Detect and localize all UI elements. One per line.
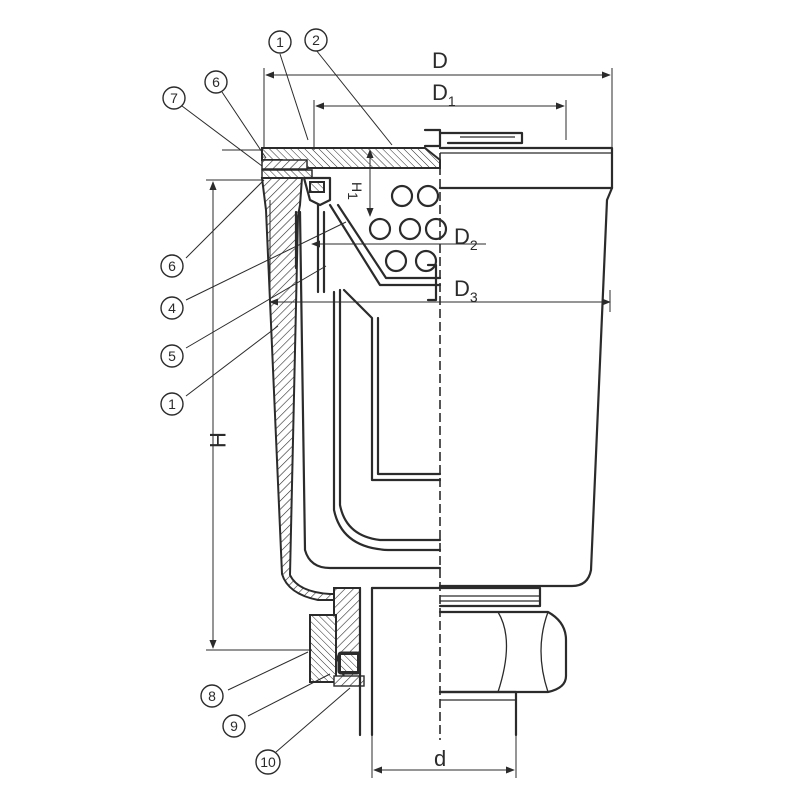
reflector-curve — [338, 288, 442, 542]
gland-exterior — [438, 690, 518, 737]
body-wall-section — [260, 177, 357, 601]
label-D: D — [432, 48, 448, 73]
svg-text:7: 7 — [170, 90, 178, 106]
callout-3: 1 — [268, 30, 292, 54]
hex-nut — [438, 610, 568, 694]
svg-text:1: 1 — [168, 396, 176, 412]
callout-8: 8 — [200, 684, 224, 708]
latch-body — [423, 128, 442, 148]
nut-flat-1 — [497, 611, 508, 693]
lamp-seat — [342, 288, 442, 482]
svg-text:2: 2 — [312, 32, 320, 48]
label-D3: D3 — [454, 276, 478, 305]
holder-slope-outer — [328, 203, 442, 287]
latch-arm — [438, 131, 524, 145]
gasket-7 — [261, 159, 308, 170]
svg-text:8: 8 — [208, 688, 216, 704]
clip-insert — [309, 181, 325, 193]
nut-section — [309, 614, 337, 683]
label-H: H — [205, 432, 230, 448]
dimension-labels: D D1 D2 D3 H H1 d — [205, 48, 478, 771]
neck-exterior — [438, 586, 542, 608]
exterior-half — [423, 128, 614, 737]
label-H1: H1 — [345, 182, 365, 200]
body-exterior — [438, 186, 614, 588]
svg-text:10: 10 — [260, 754, 276, 770]
dimension-lines — [206, 68, 613, 778]
callout-4: 4 — [160, 296, 184, 320]
washer-10 — [333, 675, 365, 687]
callout-7: 7 — [162, 86, 186, 110]
reflector-outer — [332, 290, 442, 552]
label-D1: D1 — [432, 80, 456, 109]
svg-text:4: 4 — [168, 300, 176, 316]
callout-1: 1 — [160, 392, 184, 416]
nut-flat-2 — [540, 611, 549, 693]
callout-2: 2 — [304, 28, 328, 52]
holder-slope-inner — [336, 203, 442, 280]
svg-text:5: 5 — [168, 348, 176, 364]
callout-6-top: 6 — [204, 70, 228, 94]
cover-exterior — [438, 146, 614, 190]
section-half — [260, 147, 448, 737]
label-d: d — [434, 746, 446, 771]
diffuser-holes — [368, 184, 448, 273]
seal-ring-fill — [341, 655, 357, 671]
svg-text:1: 1 — [276, 34, 284, 50]
callout-10: 10 — [255, 749, 281, 775]
body-inner — [298, 210, 442, 570]
label-D2: D2 — [454, 224, 478, 253]
callout-6-mid: 6 — [160, 254, 184, 278]
callout-leaders — [181, 49, 393, 753]
lamp-seat-inner — [376, 316, 442, 476]
gasket-6 — [261, 169, 313, 179]
callout-5: 5 — [160, 344, 184, 368]
svg-text:9: 9 — [230, 718, 238, 734]
svg-text:6: 6 — [168, 258, 176, 274]
clip-3 — [302, 176, 332, 207]
callout-9: 9 — [222, 714, 246, 738]
thread-lines — [440, 595, 540, 602]
svg-text:6: 6 — [212, 74, 220, 90]
